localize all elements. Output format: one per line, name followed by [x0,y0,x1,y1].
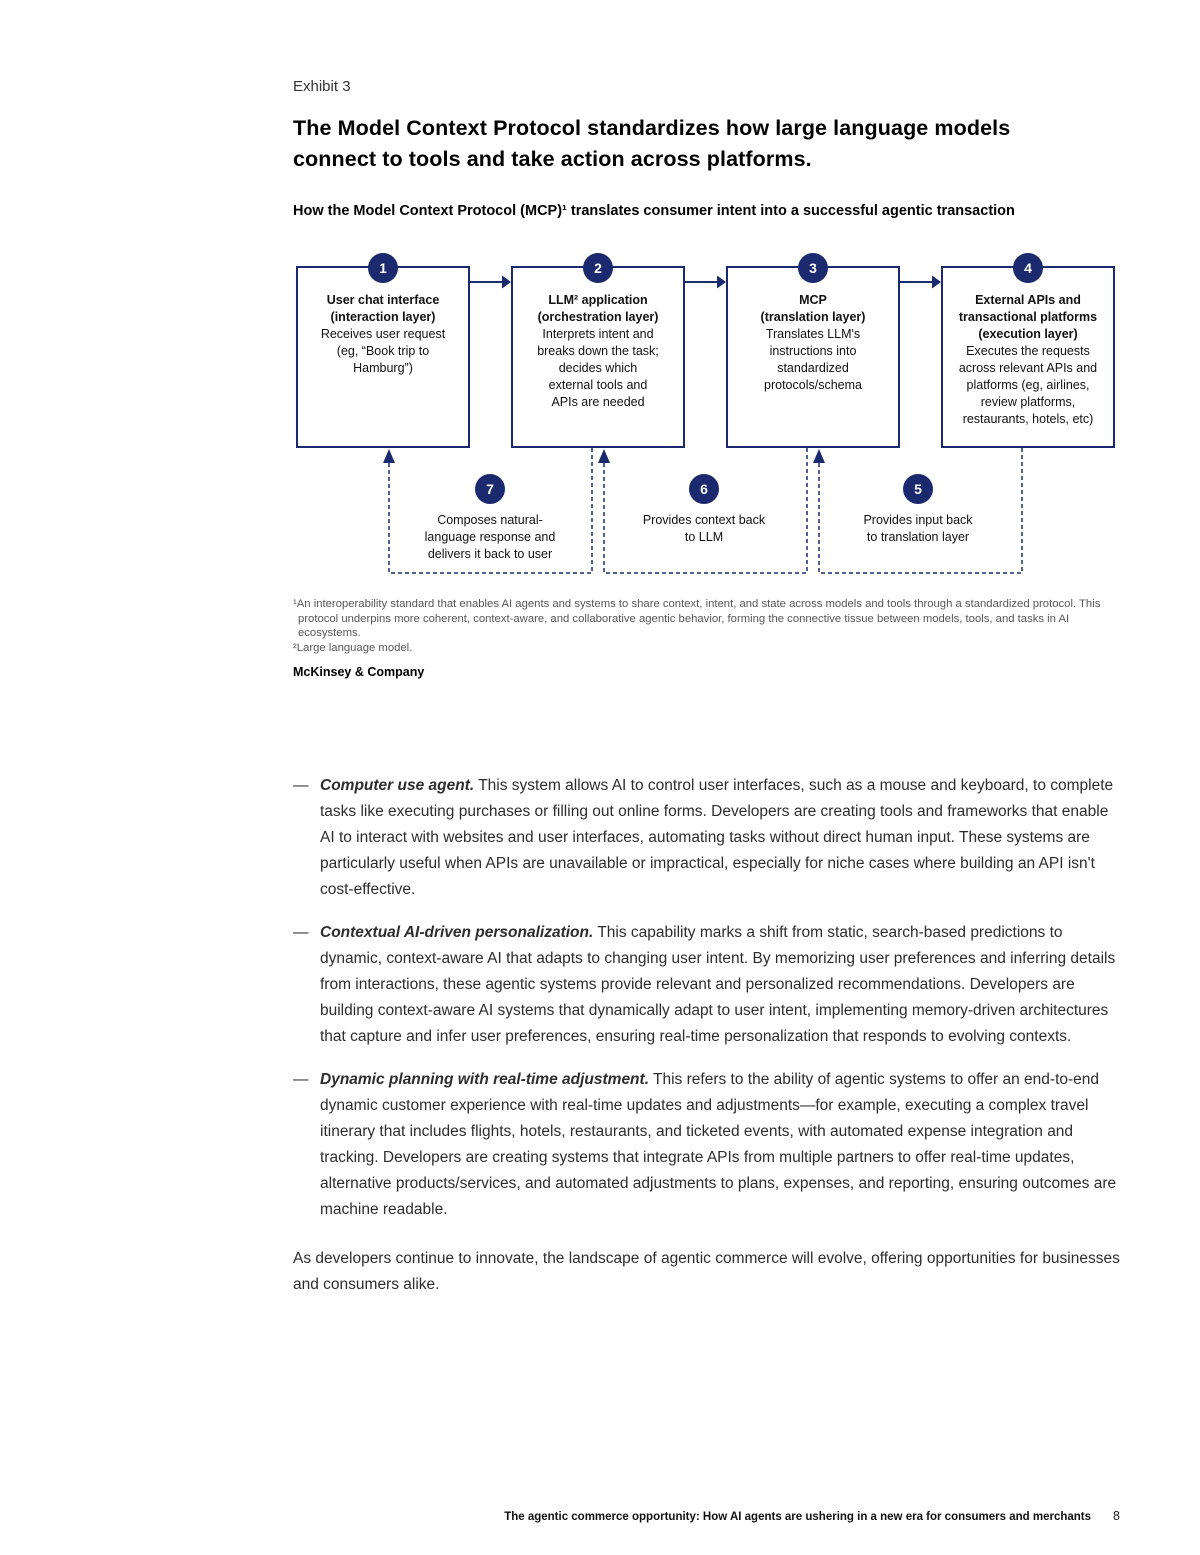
exhibit-title: The Model Context Protocol standardizes … [293,116,1011,171]
flow-connectors [383,275,1023,574]
feedback-label-line: Composes natural- [437,513,543,527]
box-desc-line: APIs are needed [551,395,645,409]
step-number-badge-4: 4 [1013,253,1043,283]
bullet-contextual-personalization: — Contextual AI-driven personalization. … [293,920,1125,1050]
closing-paragraph: As developers continue to innovate, the … [293,1250,1120,1293]
feedback-step-5: 5 Provides input back to translation lay… [823,474,1013,546]
feedback-label-line: Provides context back [642,513,766,527]
step-number-badge-7: 7 [475,474,505,504]
mckinsey-brand: McKinsey & Company [293,665,425,679]
box-desc-line: Hamburg”) [353,361,413,375]
feedback-label-line: to translation layer [866,530,970,544]
step-number: 5 [914,481,922,497]
footer-title: The agentic commerce opportunity: How AI… [504,1511,1092,1523]
box-desc-line: restaurants, hotels, etc) [962,412,1094,426]
box-title-line: MCP [799,293,827,307]
box-title-line: External APIs and [975,293,1081,307]
box-desc-line: protocols/schema [764,378,862,392]
feedback-label-line: to LLM [684,530,724,544]
box-desc-line: decides which [558,361,638,375]
bullet-body: This refers to the ability of agentic sy… [320,1071,1117,1218]
box-desc-line: Executes the requests [966,344,1090,358]
feedback-loop-7 [383,448,593,574]
page-number: 8 [1113,1509,1120,1523]
feedback-label: Provides context back to LLM [609,512,799,546]
feedback-label: Composes natural- language response and … [395,512,585,563]
box-title-line: (interaction layer) [330,310,436,324]
step-number-badge-3: 3 [798,253,828,283]
box-title-line: (translation layer) [760,310,866,324]
step-number-badge-5: 5 [903,474,933,504]
box-title-line: (execution layer) [978,327,1078,341]
bullet-body: This capability marks a shift from stati… [320,924,1116,1045]
feedback-step-7: 7 Composes natural- language response an… [395,474,585,563]
step-number: 6 [700,481,708,497]
body-copy: — Computer use agent. This system allows… [293,773,1125,1298]
step-number: 1 [379,260,387,276]
bullet-dash: — [293,1071,309,1088]
box-desc-line: review platforms, [980,395,1076,409]
bullet-text: Computer use agent. This system allows A… [320,773,1125,903]
box-desc-line: standardized [777,361,849,375]
exhibit-subtitle: How the Model Context Protocol (MCP)¹ tr… [293,203,1015,219]
footnotes: ¹An interoperability standard that enabl… [293,597,1115,655]
box-title-line: (orchestration layer) [537,310,659,324]
step-number-badge-1: 1 [368,253,398,283]
feedback-label-line: delivers it back to user [427,547,553,561]
box-desc-line: instructions into [769,344,857,358]
step-number: 2 [594,260,602,276]
flow-box-external-apis: 4 External APIs and transactional platfo… [941,253,1115,448]
bullet-lead: Dynamic planning with real-time adjustme… [320,1071,649,1088]
step-number: 4 [1024,260,1032,276]
bullet-lead: Contextual AI-driven personalization. [320,924,594,941]
bullet-dash: — [293,924,309,941]
arrow-box2-to-box3 [685,275,726,289]
arrow-box1-to-box2 [470,275,511,289]
flow-box-user-chat-interface: 1 User chat interface (interaction layer… [296,253,470,448]
feedback-step-6: 6 Provides context back to LLM [609,474,799,546]
feedback-label-line: Provides input back [863,513,973,527]
feedback-loop-6 [598,448,808,574]
box-desc-line: across relevant APIs and [958,361,1098,375]
box-desc-line: Translates LLM's [765,327,861,341]
exhibit-label: Exhibit 3 [293,78,351,95]
box-desc-line: external tools and [548,378,648,392]
step-number-badge-2: 2 [583,253,613,283]
bullet-computer-use-agent: — Computer use agent. This system allows… [293,773,1125,903]
bullet-text: Contextual AI-driven personalization. Th… [320,920,1125,1050]
bullet-body: This system allows AI to control user in… [320,777,1114,898]
page-footer: The agentic commerce opportunity: How AI… [504,1509,1120,1523]
box-desc-line: (eg, “Book trip to [336,344,430,358]
bullet-text: Dynamic planning with real-time adjustme… [320,1067,1125,1223]
box-title-line: transactional platforms [958,310,1098,324]
step-number: 3 [809,260,817,276]
box-title-line: LLM² application [548,293,648,307]
box-desc-line: breaks down the task; [537,344,659,358]
box-desc-line: platforms (eg, airlines, [966,378,1090,392]
step-number: 7 [486,481,494,497]
bullet-dash: — [293,777,309,794]
footnote-1: ¹An interoperability standard that enabl… [293,598,1101,639]
step-number-badge-6: 6 [689,474,719,504]
box-title-line: User chat interface [326,293,440,307]
footnote-2: ²Large language model. [293,641,413,654]
box-desc-line: Receives user request [320,327,446,341]
flow-box-llm-application: 2 LLM² application (orchestration layer)… [511,253,685,448]
mcp-flow-diagram: 1 User chat interface (interaction layer… [293,252,1123,587]
feedback-label: Provides input back to translation layer [823,512,1013,546]
feedback-label-line: language response and [424,530,556,544]
flow-box-mcp: 3 MCP (translation layer) Translates LLM… [726,253,900,448]
arrow-box3-to-box4 [900,275,941,289]
bullet-dynamic-planning: — Dynamic planning with real-time adjust… [293,1067,1125,1223]
feedback-loop-5 [813,448,1023,574]
box-desc-line: Interprets intent and [542,327,654,341]
bullet-lead: Computer use agent. [320,777,475,794]
